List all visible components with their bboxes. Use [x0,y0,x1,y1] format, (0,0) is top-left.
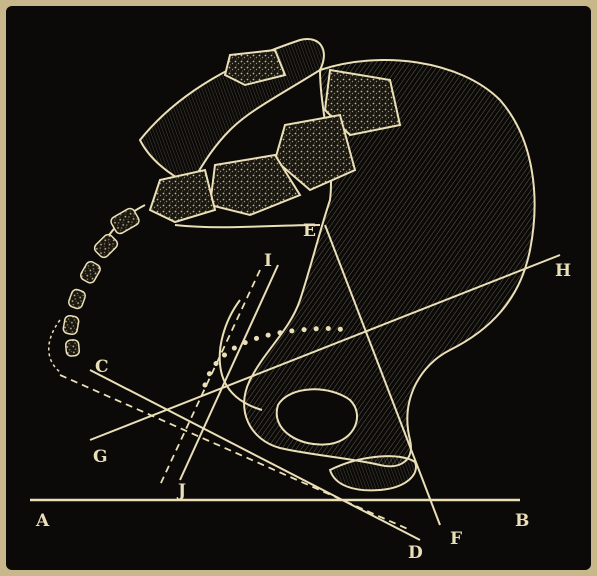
label-A: A [35,511,50,531]
engraving-plate: A B C D E F G H I J [6,6,591,570]
label-C: C [95,357,109,377]
label-B: B [515,511,529,531]
pubic-bone [330,456,416,490]
line-I-J-dashed [160,270,260,485]
label-E: E [303,221,316,241]
label-J: J [176,481,186,501]
label-F: F [450,529,462,549]
label-D: D [408,543,423,563]
coccyx [49,205,145,372]
label-G: G [93,447,108,467]
label-I: I [264,251,272,271]
pelvis-illustration: A B C D E F G H I J [6,6,591,570]
label-H: H [555,261,571,281]
